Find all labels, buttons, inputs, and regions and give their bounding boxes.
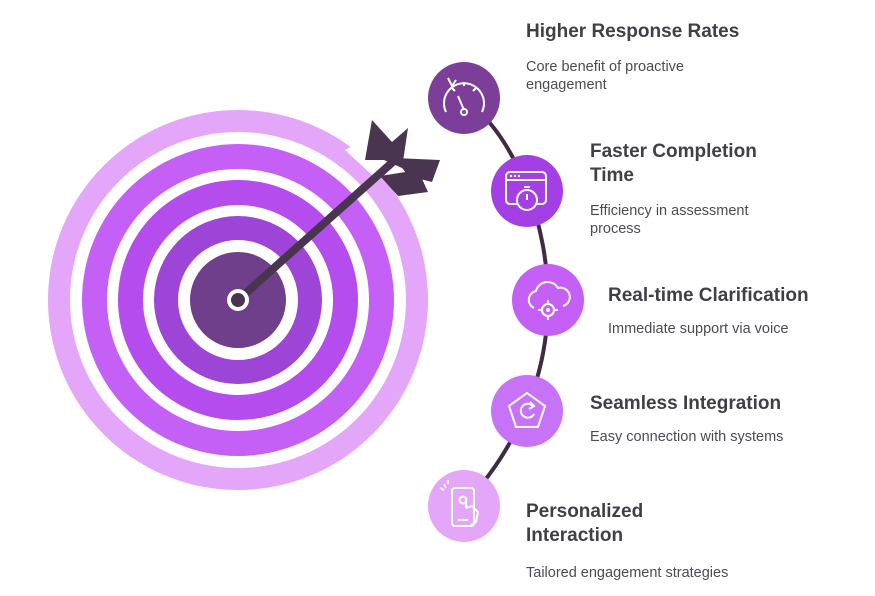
benefit-higher-response-rates: Higher Response Rates Core benefit of pr… [526,20,756,94]
speedometer-icon [428,62,500,134]
refresh-pentagon-icon [491,375,563,447]
cloud-gear-icon [512,264,584,336]
stopwatch-window-icon [491,155,563,227]
benefit-description: Easy connection with systems [590,429,784,445]
benefit-real-time-clarification: Real-time Clarification Immediate suppor… [608,284,848,338]
benefit-title: Higher Response Rates [526,21,740,42]
arrow [227,120,440,311]
phone-touch-icon [428,470,500,542]
benefit-faster-completion-time: Faster Completion Time Efficiency in ass… [590,140,790,238]
benefit-description: Core benefit of proactive engagement [526,59,684,93]
benefit-seamless-integration: Seamless Integration Easy connection wit… [590,392,850,446]
benefit-title: Personalized Interaction [526,501,644,546]
benefit-description: Tailored engagement strategies [526,565,729,581]
benefit-title: Faster Completion Time [590,141,757,186]
benefit-title: Real-time Clarification [608,285,809,306]
benefit-description: Immediate support via voice [608,321,789,337]
benefit-description: Efficiency in assessment process [590,203,749,237]
benefit-title: Seamless Integration [590,393,782,414]
benefit-personalized-interaction: Personalized Interaction Tailored engage… [526,500,786,582]
